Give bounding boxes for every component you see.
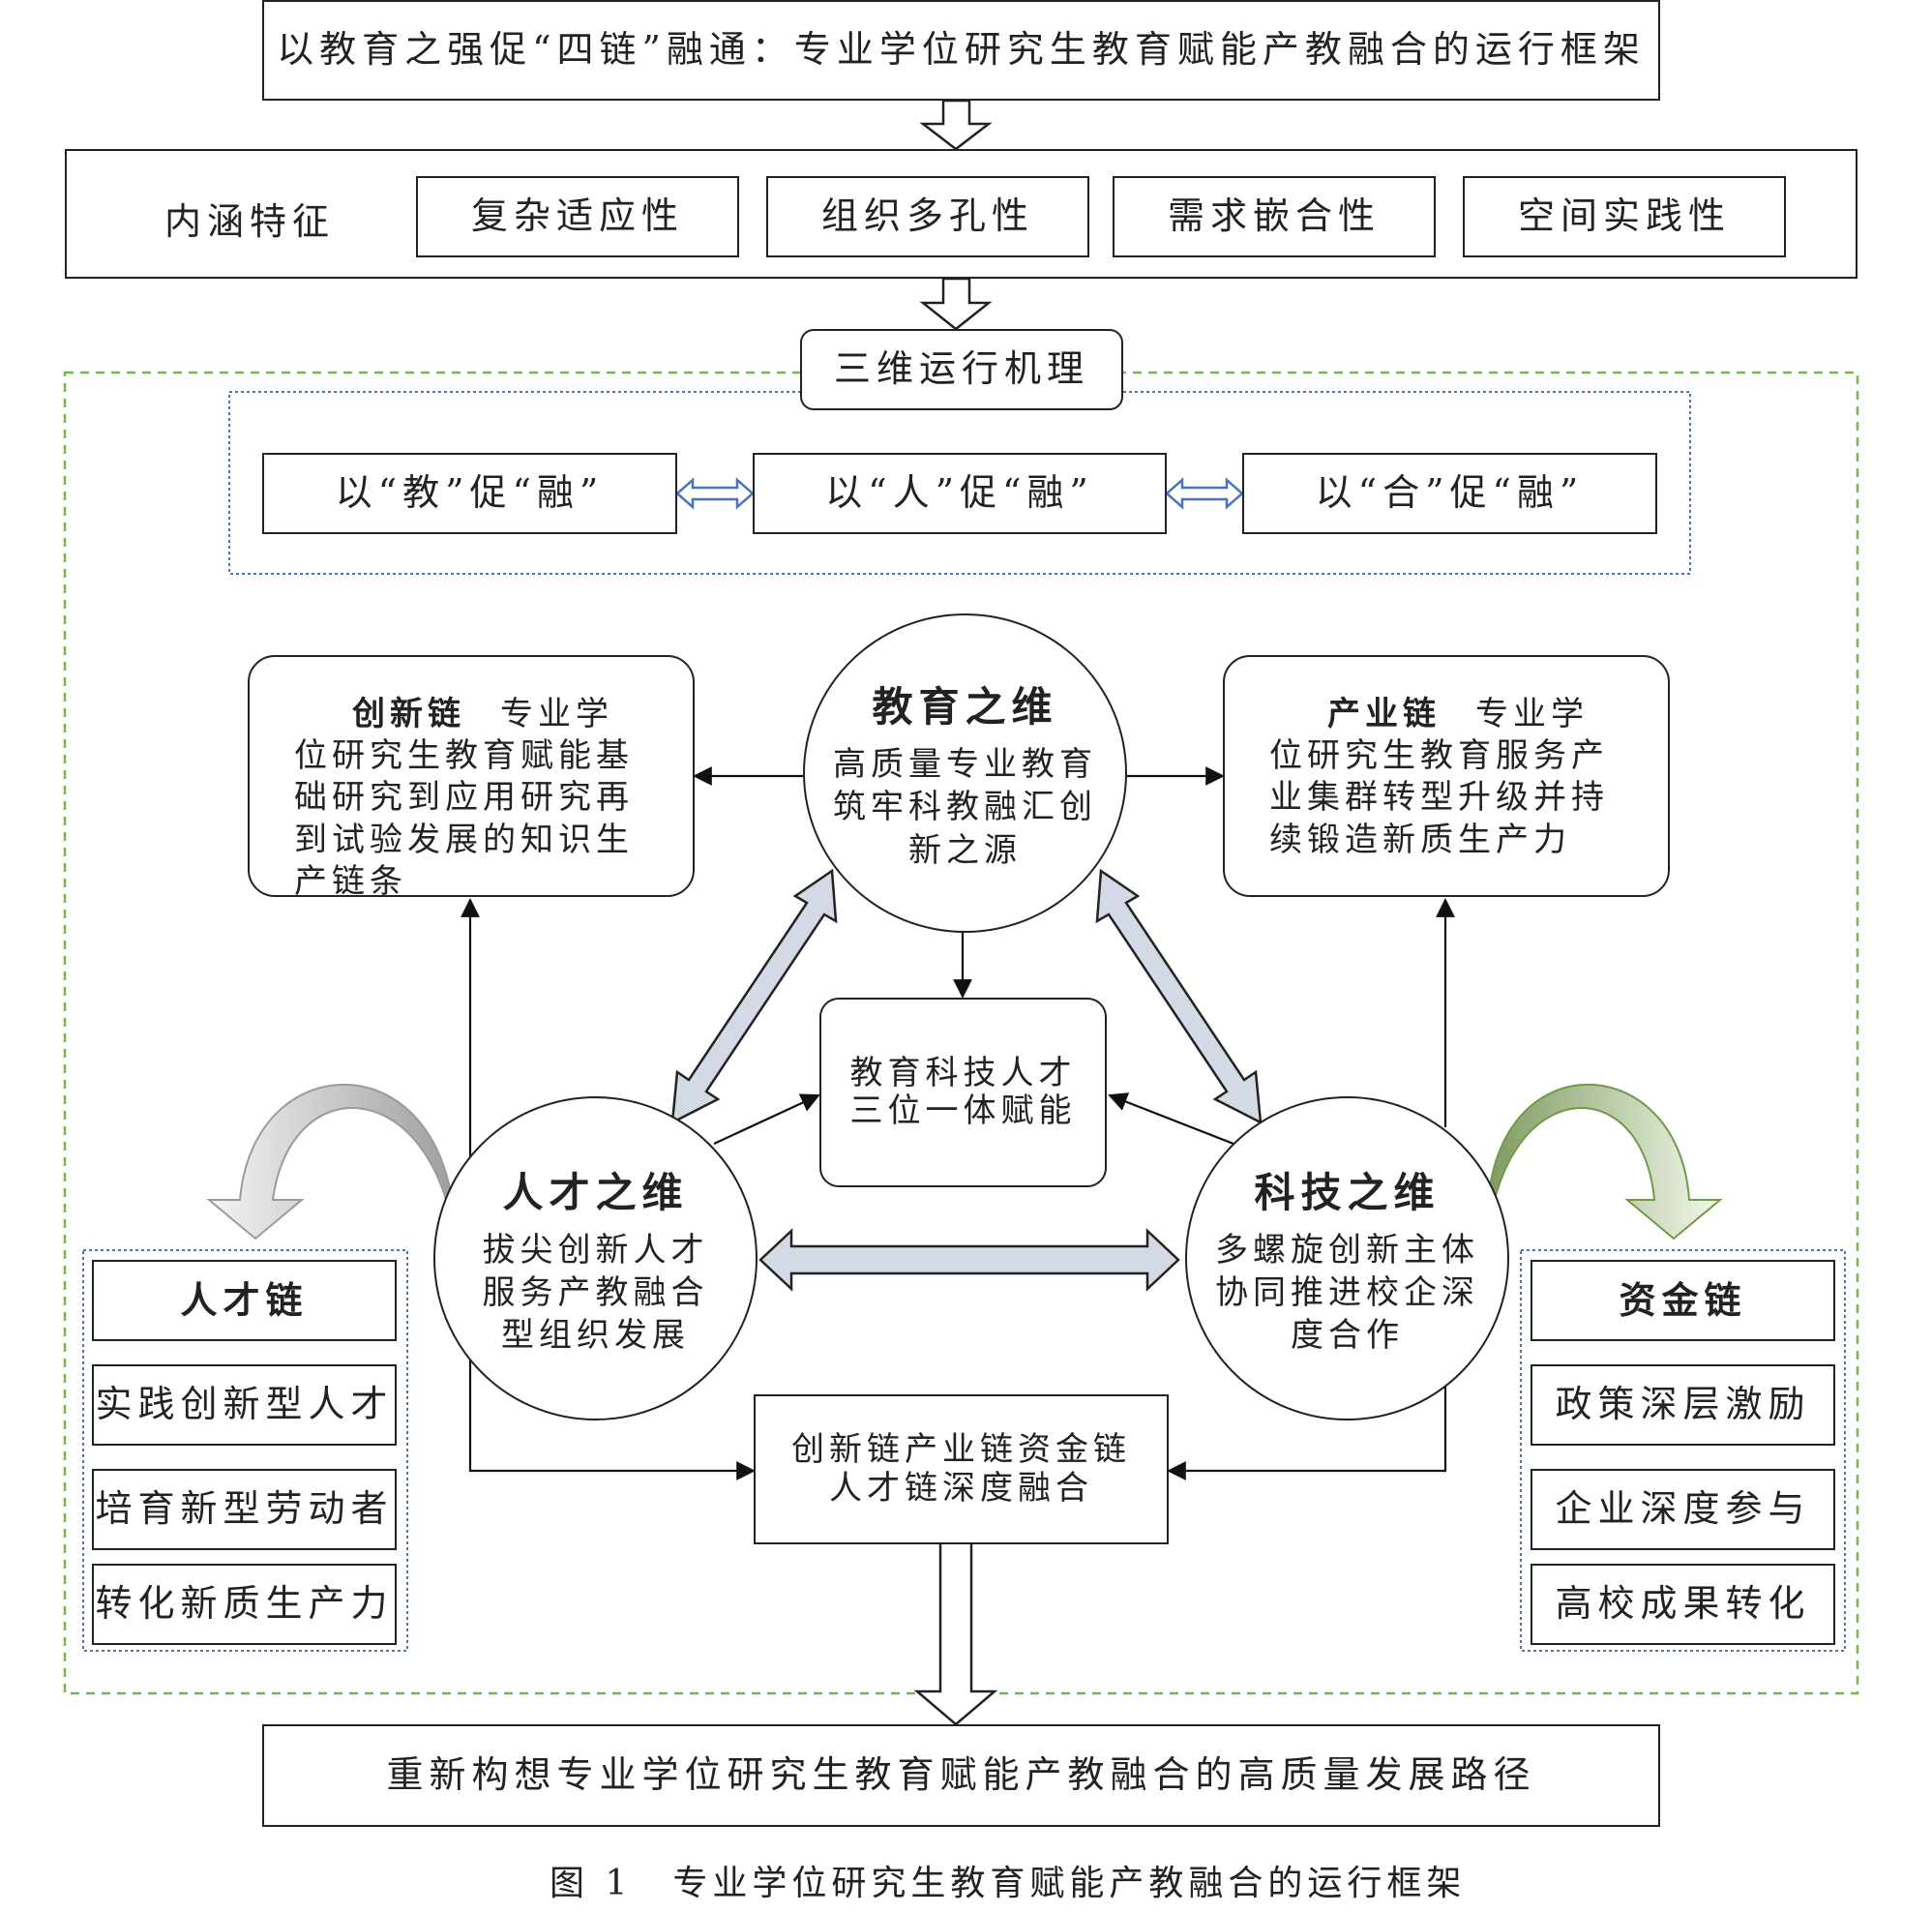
fusion-line-1: 创新链产业链资金链 (791, 1430, 1131, 1470)
fusion-line-2: 人才链深度融合 (829, 1468, 1093, 1508)
mechanism-people: 以“人”促“融” (753, 453, 1167, 534)
double-arrow-education-talent (670, 868, 838, 1125)
center-empowerment-box: 教育科技人才 三位一体赋能 (819, 998, 1107, 1187)
industry-chain-body: 专业学位研究生教育服务产业集群转型升级并持续锻造新质生产力 (1269, 695, 1609, 859)
figure-caption: 图 1 专业学位研究生教育赋能产教融合的运行框架 (550, 1855, 1466, 1905)
talent-chain-item: 转化新质生产力 (92, 1564, 397, 1645)
mechanism-dotted-region (228, 391, 1691, 575)
innovation-chain-body: 专业学位研究生教育赋能基础研究到应用研究再到试验发展的知识生产链条 (294, 695, 634, 901)
capital-chain-item-label: 高校成果转化 (1555, 1582, 1811, 1626)
talent-dimension-circle: 人才之维 拔尖创新人才 服务产教融合 型组织发展 (433, 1096, 758, 1420)
feature-label: 组织多孔性 (820, 194, 1034, 238)
mechanism-education: 以“教”促“融” (262, 453, 677, 534)
down-arrow-1 (919, 99, 993, 151)
capital-chain-item: 高校成果转化 (1531, 1564, 1835, 1645)
education-dimension-line-2: 筑牢科教融汇创 (833, 788, 1097, 827)
mechanism-integration: 以“合”促“融” (1242, 453, 1657, 534)
feature-spatial-practice: 空间实践性 (1463, 176, 1786, 257)
center-line-1: 教育科技人才 (849, 1053, 1077, 1092)
header-title: 以教育之强促“四链”融通：专业学位研究生教育赋能产教融合的运行框架 (277, 28, 1646, 72)
talent-dimension-line-2: 服务产教融合 (482, 1272, 709, 1312)
industry-chain-box: 产业链专业学位研究生教育服务产业集群转型升级并持续锻造新质生产力 (1223, 655, 1670, 897)
capital-chain-item-label: 企业深度参与 (1555, 1487, 1811, 1531)
feature-label: 空间实践性 (1517, 194, 1731, 238)
education-dimension-circle: 教育之维 高质量专业教育 筑牢科教融汇创 新之源 (803, 613, 1127, 933)
tech-to-center-arrow (1108, 1092, 1234, 1146)
talent-chain-dotted-region (82, 1249, 408, 1652)
footer-path: 重新构想专业学位研究生教育赋能产教融合的高质量发展路径 (386, 1753, 1536, 1797)
mechanism-label: 以“合”促“融” (1315, 471, 1585, 515)
capital-chain-dotted-region (1520, 1249, 1846, 1652)
talent-chain-item: 培育新型劳动者 (92, 1469, 397, 1550)
header-title-box: 以教育之强促“四链”融通：专业学位研究生教育赋能产教融合的运行框架 (262, 0, 1660, 101)
capital-chain-item-label: 政策深层激励 (1555, 1383, 1811, 1426)
feature-org-porosity: 组织多孔性 (766, 176, 1089, 257)
tech-dimension-line-3: 度合作 (1291, 1316, 1404, 1356)
feature-label: 需求嵌合性 (1167, 194, 1381, 238)
footer-path-box: 重新构想专业学位研究生教育赋能产教融合的高质量发展路径 (262, 1724, 1660, 1827)
tech-dimension-circle: 科技之维 多螺旋创新主体 协同推进校企深 度合作 (1185, 1096, 1509, 1420)
feature-demand-fit: 需求嵌合性 (1113, 176, 1436, 257)
capital-chain-title: 资金链 (1531, 1260, 1835, 1341)
mechanism-title-box: 三维运行机理 (800, 329, 1123, 410)
left-curve-arrow (206, 1083, 456, 1240)
talent-chain-item-label: 实践创新型人才 (95, 1383, 394, 1426)
small-double-arrow-1 (675, 477, 755, 510)
talent-chain-item-label: 培育新型劳动者 (95, 1487, 394, 1531)
tech-dimension-line-1: 多螺旋创新主体 (1215, 1230, 1479, 1270)
feature-label: 复杂适应性 (470, 194, 684, 238)
four-chain-fusion-box: 创新链产业链资金链 人才链深度融合 (754, 1394, 1169, 1544)
figure-number: 图 1 (550, 1864, 633, 1903)
left-loop-to-fusion (468, 1382, 756, 1480)
mechanism-label: 以“人”促“融” (825, 471, 1094, 515)
mechanism-label: 以“教”促“融” (335, 471, 605, 515)
talent-chain-item: 实践创新型人才 (92, 1364, 397, 1446)
talent-dimension-line-3: 型组织发展 (501, 1316, 690, 1356)
industry-chain-name: 产业链 (1327, 695, 1441, 733)
right-loop-to-fusion (1167, 1382, 1447, 1480)
talent-chain-item-label: 转化新质生产力 (95, 1582, 394, 1626)
capital-chain-item: 企业深度参与 (1531, 1469, 1835, 1550)
small-double-arrow-2 (1165, 477, 1244, 510)
feature-complex-adaptivity: 复杂适应性 (416, 176, 739, 257)
double-arrow-talent-tech (758, 1228, 1180, 1292)
right-curve-arrow (1486, 1083, 1723, 1240)
talent-chain-title-label: 人才链 (180, 1278, 309, 1323)
mechanism-title: 三维运行机理 (833, 347, 1089, 391)
talent-to-center-arrow (713, 1093, 820, 1145)
down-arrow-2 (919, 277, 993, 331)
connotation-label: 内涵特征 (164, 200, 336, 243)
double-arrow-education-tech (1095, 868, 1263, 1125)
innovation-chain-name: 创新链 (352, 695, 465, 733)
talent-dimension-line-1: 拔尖创新人才 (482, 1230, 709, 1270)
innovation-chain-box: 创新链专业学位研究生教育赋能基础研究到应用研究再到试验发展的知识生产链条 (248, 655, 695, 901)
education-dimension-line-3: 新之源 (908, 830, 1022, 870)
education-dimension-line-1: 高质量专业教育 (833, 745, 1097, 785)
tech-dimension-title: 科技之维 (1254, 1168, 1441, 1216)
education-dimension-title: 教育之维 (872, 683, 1058, 732)
capital-chain-item: 政策深层激励 (1531, 1364, 1835, 1446)
center-line-2: 三位一体赋能 (849, 1091, 1077, 1130)
talent-chain-title: 人才链 (92, 1260, 397, 1341)
tech-dimension-line-2: 协同推进校企深 (1215, 1272, 1479, 1312)
talent-dimension-title: 人才之维 (502, 1168, 689, 1216)
capital-chain-title-label: 资金链 (1619, 1278, 1747, 1323)
figure-caption-text: 专业学位研究生教育赋能产教融合的运行框架 (672, 1864, 1467, 1903)
